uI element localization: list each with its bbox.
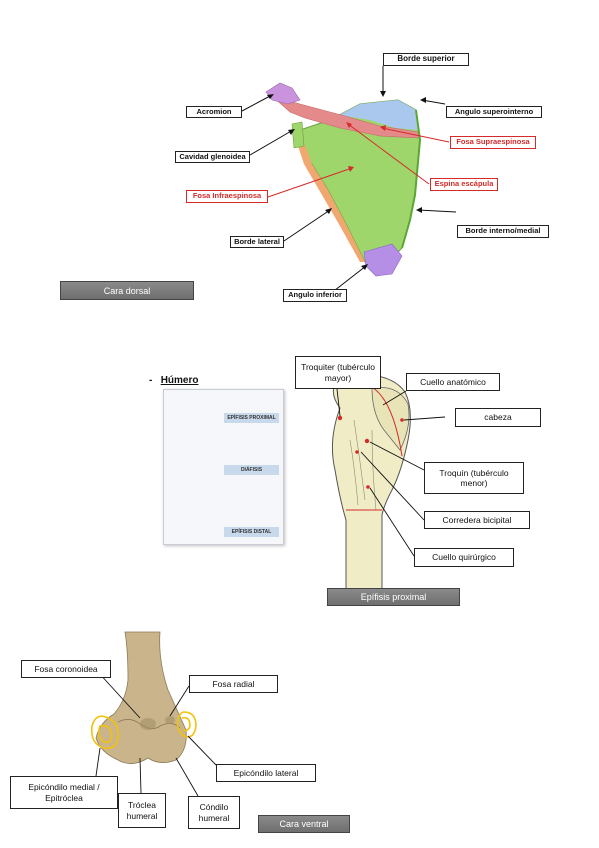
label-troquiter: Troquiter (tubérculo mayor) [295,356,381,389]
scapula-acromion [265,82,301,105]
scapula-glenoid [291,121,305,149]
badge-cara-dorsal: Cara dorsal [60,281,194,300]
label-condilo: Cóndilo humeral [188,796,240,829]
label-fosa-supraespinosa: Fosa Supraespinosa [450,136,536,149]
inset-diafisis: DIÁFISIS [224,465,279,475]
badge-epifisis-proximal: Epífisis proximal [327,588,460,606]
humerus-title-dash: - [149,375,153,386]
humerus-inset: EPÍFISIS PROXIMAL DIÁFISIS EPÍFISIS DIST… [163,389,284,545]
scapula-supraspinous [330,100,418,130]
label-troclea: Tróclea humeral [118,793,166,828]
label-epicondilo-lateral: Epicóndilo lateral [216,764,316,782]
label-fosa-infraespinosa: Fosa Infraespinosa [186,190,268,203]
label-corredera: Corredera bicipital [424,511,530,529]
badge-cara-ventral: Cara ventral [258,815,350,833]
label-cavidad-glenoidea: Cavidad glenoidea [175,151,250,163]
label-troquin: Troquín (tubérculo menor) [424,462,524,494]
label-cuello-quirurgico: Cuello quirúrgico [414,548,514,567]
label-epicondilo-medial: Epicóndilo medial / Epitróclea [10,776,118,809]
label-borde-superior: Borde superior [383,53,469,66]
distal-humerus-figure [90,631,197,764]
inset-epifisis-distal: EPÍFISIS DISTAL [224,527,279,537]
label-cuello-anatomico: Cuello anatómico [406,373,500,391]
label-fosa-radial: Fosa radial [189,675,278,693]
label-angulo-inferior: Angulo inferior [283,289,347,302]
inset-epifisis-proximal: EPÍFISIS PROXIMAL [224,413,279,423]
humerus-proximal-figure [331,373,411,595]
label-cabeza: cabeza [455,408,541,427]
label-angulo-superointerno: Angulo superointerno [446,106,542,118]
label-borde-lateral: Borde lateral [230,236,284,248]
label-espina-escapula: Espina escápula [430,178,498,191]
scapula-lateral-border [296,132,365,262]
label-acromion: Acromion [186,106,242,118]
label-fosa-coronoidea: Fosa coronoidea [21,660,111,678]
humerus-title-text: Húmero [160,375,199,386]
label-borde-interno: Borde interno/medial [457,225,549,238]
humerus-title: - Húmero [149,375,198,386]
